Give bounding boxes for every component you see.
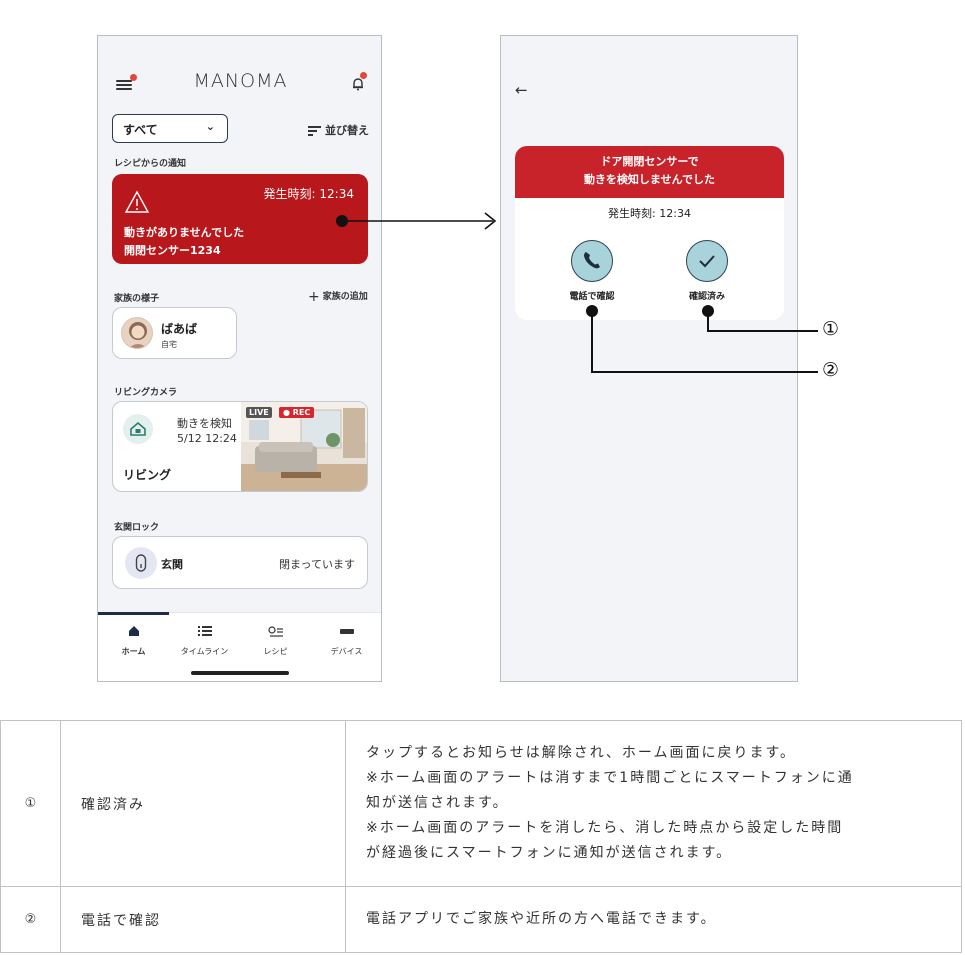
home-screen: MANOMA すべて ⌄ 並び替え レシピからの通知 発生時刻: 12:34 動… xyxy=(97,35,382,682)
table-row: ① 確認済み タップするとお知らせは解除され、ホーム画面に戻ります。 ※ホーム画… xyxy=(0,720,962,887)
back-arrow-icon[interactable]: ← xyxy=(515,81,528,99)
alert-detail-card: ドア開閉センサーで 動きを検知しませんでした 発生時刻: 12:34 電話で確認… xyxy=(515,146,784,320)
warning-icon xyxy=(124,190,150,214)
family-member-card[interactable]: ばあば 自宅 xyxy=(112,307,237,359)
confirm-button[interactable] xyxy=(686,240,728,282)
tab-bar: ホーム タイムライン レシピ デバイス xyxy=(98,612,381,681)
alert-detail-header: ドア開閉センサーで 動きを検知しませんでした xyxy=(515,146,784,198)
sort-label: 並び替え xyxy=(325,124,369,137)
tab-label: デバイス xyxy=(330,647,363,656)
bell-badge xyxy=(360,72,367,79)
camera-section-title: リビングカメラ xyxy=(114,388,178,398)
row-name: 電話で確認 xyxy=(60,886,346,953)
desc-line: 電話アプリでご家族や近所の方へ電話できます。 xyxy=(366,911,717,927)
device-icon xyxy=(311,625,381,639)
desc-line: ※ホーム画面のアラートを消したら、消した時点から設定した時間 xyxy=(366,820,844,836)
menu-icon[interactable] xyxy=(116,74,137,92)
row-name: 確認済み xyxy=(60,720,346,887)
alert-time: 発生時刻: 12:34 xyxy=(263,187,354,201)
alert-title-line1: ドア開閉センサーで xyxy=(600,155,699,168)
callout-2: ② xyxy=(822,359,840,381)
alert-title-line2: 動きを検知しませんでした xyxy=(583,173,716,186)
call-button[interactable] xyxy=(571,240,613,282)
row-description: タップするとお知らせは解除され、ホーム画面に戻ります。 ※ホーム画面のアラートは… xyxy=(345,720,962,887)
desc-line: ※ホーム画面のアラートは消すまで1時間ごとにスマートフォンに通 xyxy=(366,770,854,786)
alert-detail-screen: ← ドア開閉センサーで 動きを検知しませんでした 発生時刻: 12:34 電話で… xyxy=(500,35,798,682)
camera-event: 動きを検知 xyxy=(177,417,232,430)
callout-lines xyxy=(586,305,818,373)
tab-label: ホーム xyxy=(121,647,146,656)
filter-select[interactable]: すべて ⌄ xyxy=(112,114,228,143)
plus-icon: + xyxy=(308,289,320,305)
tab-label: タイムライン xyxy=(180,647,229,656)
phone-icon xyxy=(584,252,600,269)
lock-status: 閉まっています xyxy=(278,558,355,571)
camera-home-icon xyxy=(123,414,153,444)
tab-timeline[interactable]: タイムライン xyxy=(169,625,240,657)
filter-value: すべて xyxy=(123,123,158,137)
lock-name: 玄関 xyxy=(161,558,183,571)
lock-section-title: 玄関ロック xyxy=(114,523,160,533)
tab-device[interactable]: デバイス xyxy=(311,625,381,657)
alert-message: 動きがありませんでした xyxy=(124,226,245,239)
rec-badge: ● REC xyxy=(279,407,315,418)
recipe-icon xyxy=(240,625,311,639)
tab-home[interactable]: ホーム xyxy=(98,625,169,657)
live-badge: LIVE xyxy=(246,407,272,418)
family-member-name: ばあば xyxy=(161,322,198,336)
row-number: ② xyxy=(0,886,61,953)
camera-room-name: リビング xyxy=(123,468,172,482)
home-indicator xyxy=(191,671,289,675)
recipe-section-title: レシピからの通知 xyxy=(114,159,187,169)
alert-detail-time: 発生時刻: 12:34 xyxy=(608,207,691,220)
chevron-down-icon: ⌄ xyxy=(205,120,215,133)
alert-device: 開閉センサー1234 xyxy=(124,244,221,257)
tab-active-indicator xyxy=(98,612,169,615)
transition-arrow xyxy=(336,212,497,230)
table-row: ② 電話で確認 電話アプリでご家族や近所の方へ電話できます。 xyxy=(0,886,962,953)
avatar xyxy=(121,317,153,349)
add-family-label: 家族の追加 xyxy=(322,292,368,302)
app-logo: MANOMA xyxy=(193,70,288,92)
camera-datetime: 5/12 12:24 xyxy=(177,432,237,445)
desc-line: タップするとお知らせは解除され、ホーム画面に戻ります。 xyxy=(366,745,797,761)
family-section-title: 家族の様子 xyxy=(114,294,160,304)
check-icon xyxy=(699,255,715,268)
home-icon xyxy=(98,625,169,639)
camera-card[interactable]: 動きを検知 5/12 12:24 リビング LIVE ● REC xyxy=(112,401,368,492)
menu-badge xyxy=(130,74,137,81)
sort-icon xyxy=(308,126,321,136)
tab-label: レシピ xyxy=(263,647,288,656)
lock-icon xyxy=(125,547,157,579)
list-icon xyxy=(169,625,240,639)
call-label: 電話で確認 xyxy=(569,292,615,302)
row-description: 電話アプリでご家族や近所の方へ電話できます。 xyxy=(345,886,962,953)
rec-label: REC xyxy=(292,408,311,417)
tab-recipe[interactable]: レシピ xyxy=(240,625,311,657)
recipe-alert-card[interactable]: 発生時刻: 12:34 動きがありませんでした 開閉センサー1234 xyxy=(112,174,368,264)
desc-line: 知が送信されます。 xyxy=(366,795,509,811)
desc-line: が経過後にスマートフォンに通知が送信されます。 xyxy=(366,845,733,861)
family-member-location: 自宅 xyxy=(161,340,177,349)
add-family-button[interactable]: +家族の追加 xyxy=(308,289,368,305)
confirm-label: 確認済み xyxy=(688,292,725,302)
row-number: ① xyxy=(0,720,61,887)
description-table: ① 確認済み タップするとお知らせは解除され、ホーム画面に戻ります。 ※ホーム画… xyxy=(0,720,962,953)
sort-button[interactable]: 並び替え xyxy=(308,122,369,138)
callout-1: ① xyxy=(822,318,840,340)
lock-card[interactable]: 玄関 閉まっています xyxy=(112,536,368,589)
bell-icon[interactable] xyxy=(350,72,367,92)
